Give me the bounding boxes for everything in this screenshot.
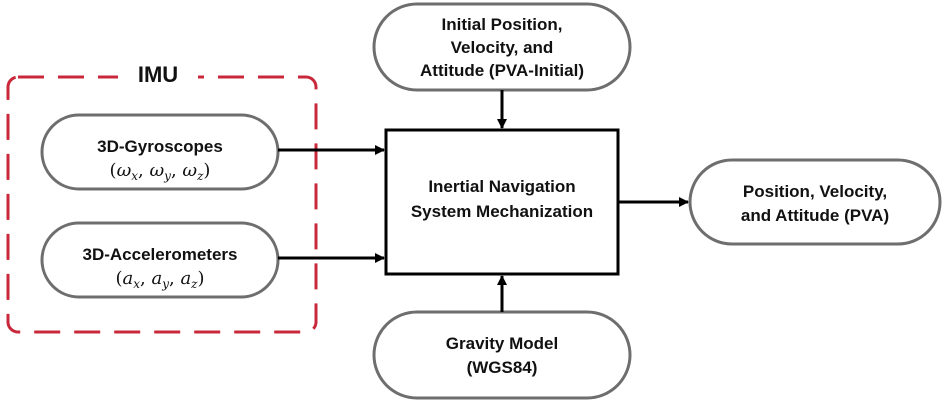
initial-pva-line-1: Initial Position, bbox=[442, 15, 563, 34]
gyroscopes-node: 3D-Gyroscopes (ωx, ωy, ωz) bbox=[40, 113, 280, 191]
output-pva-line-2: and Attitude (PVA) bbox=[741, 206, 889, 225]
gyroscopes-pill bbox=[40, 113, 280, 191]
mechanization-line-2: System Mechanization bbox=[411, 202, 593, 221]
output-pva-line-1: Position, Velocity, bbox=[743, 182, 887, 201]
gravity-model-line-2: (WGS84) bbox=[467, 358, 538, 377]
output-pva-pill bbox=[688, 158, 942, 246]
initial-pva-line-3: Attitude (PVA-Initial) bbox=[420, 61, 584, 80]
imu-group: IMU bbox=[6, 60, 318, 334]
imu-title-backdrop bbox=[118, 60, 198, 90]
accelerometers-formula: (ax, ay, az) bbox=[115, 268, 204, 291]
mechanization-node: Inertial Navigation System Mechanization bbox=[384, 128, 620, 276]
initial-pva-line-2: Velocity, and bbox=[451, 38, 554, 57]
gravity-model-line-1: Gravity Model bbox=[446, 334, 558, 353]
gyroscopes-title: 3D-Gyroscopes bbox=[97, 137, 223, 156]
gravity-model-pill bbox=[372, 310, 632, 400]
gravity-model-node: Gravity Model (WGS84) bbox=[372, 310, 632, 400]
initial-pva-node: Initial Position, Velocity, and Attitude… bbox=[372, 2, 632, 92]
mechanization-line-1: Inertial Navigation bbox=[428, 177, 575, 196]
accelerometers-node: 3D-Accelerometers (ax, ay, az) bbox=[40, 221, 280, 299]
connectors bbox=[278, 90, 689, 312]
accelerometers-pill bbox=[40, 221, 280, 299]
output-pva-node: Position, Velocity, and Attitude (PVA) bbox=[688, 158, 942, 246]
imu-title: IMU bbox=[138, 62, 178, 87]
gyroscopes-formula: (ωx, ωy, ωz) bbox=[110, 160, 211, 183]
accelerometers-title: 3D-Accelerometers bbox=[83, 245, 238, 264]
